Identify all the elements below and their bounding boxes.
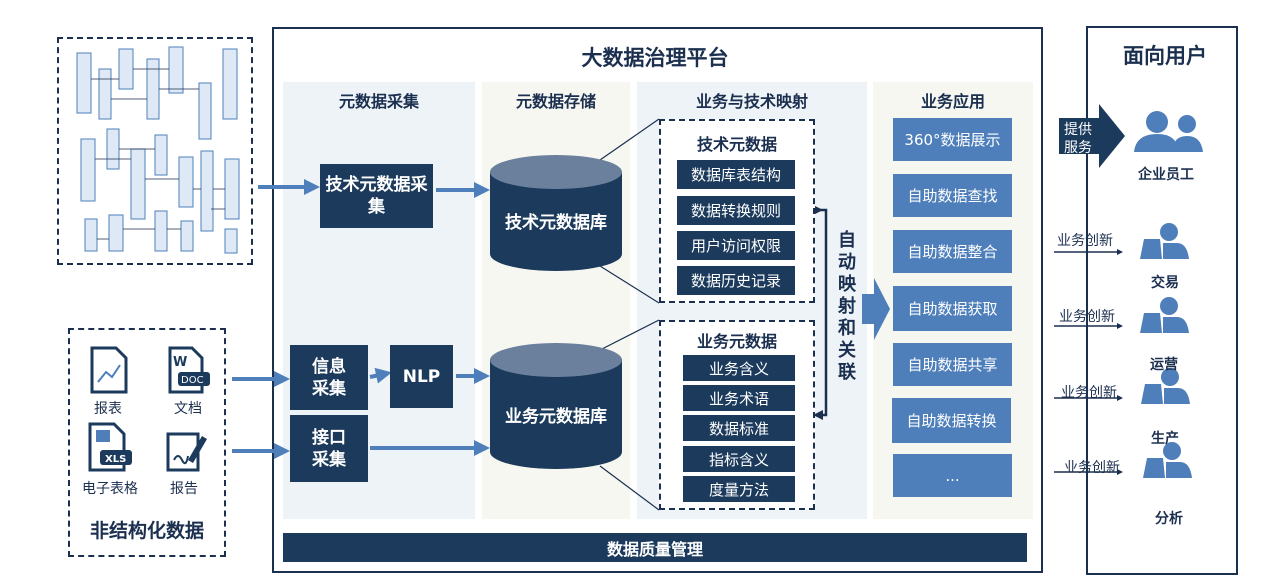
app-item: ... <box>893 454 1012 497</box>
arrow-info-to-nlp <box>369 367 392 384</box>
api-collect-box: 接口采集 <box>290 415 368 482</box>
tech-collect-box: 技术元数据采集 <box>320 164 433 228</box>
ops-user-icon <box>1140 297 1189 333</box>
tech-item: 数据历史记录 <box>677 266 795 295</box>
report-sign-icon <box>166 432 207 472</box>
role-label: 分析 <box>1155 511 1183 527</box>
tech-item: 数据转换规则 <box>677 196 795 225</box>
unstructured-data-box: W DOC XLS 报表 文档 电子表格 报告 非结构化数据 <box>68 328 226 557</box>
report-label: 报表 <box>94 401 122 417</box>
platform-title: 大数据治理平台 <box>581 46 729 70</box>
report-icon <box>90 346 128 394</box>
report-sign-label: 报告 <box>170 481 198 497</box>
app-item: 自助数据整合 <box>893 230 1012 273</box>
app-item: 自助数据获取 <box>893 286 1012 331</box>
doc-icon: W DOC <box>168 346 210 394</box>
users-title: 面向用户 <box>1123 44 1207 68</box>
auto-mapping-label: 自动映射和关联 <box>838 230 856 383</box>
employees-label: 企业员工 <box>1138 167 1194 183</box>
employees-icon <box>1134 111 1203 152</box>
innovation-label: 业务创新 <box>1057 233 1113 249</box>
biz-item: 数据标准 <box>683 415 795 441</box>
apps-header: 业务应用 <box>920 92 985 111</box>
er-diagram-icon <box>76 46 240 254</box>
nlp-box: NLP <box>390 345 453 408</box>
biz-item: 业务含义 <box>683 355 795 381</box>
tech-db-cylinder: 技术元数据库 <box>490 155 622 271</box>
service-arrow <box>1059 104 1125 168</box>
tech-db-label: 技术元数据库 <box>505 212 607 233</box>
biz-db-label: 业务元数据库 <box>505 406 607 427</box>
service-label: 提供服务 <box>1064 122 1092 156</box>
svg-text:W: W <box>173 355 187 370</box>
tech-metadata-box: 技术元数据 数据库表结构 数据转换规则 用户访问权限 数据历史记录 <box>659 119 815 303</box>
spreadsheet-label: 电子表格 <box>82 481 138 497</box>
innovation-label: 业务创新 <box>1061 385 1117 401</box>
tech-item: 用户访问权限 <box>677 231 795 260</box>
role-label: 生产 <box>1151 431 1179 447</box>
app-item: 自助数据查找 <box>893 174 1012 217</box>
spreadsheet-icon: XLS <box>88 422 132 472</box>
users-box <box>1086 26 1238 575</box>
biz-item: 度量方法 <box>683 476 795 502</box>
biz-metadata-box: 业务元数据 业务含义 业务术语 数据标准 指标含义 度量方法 <box>659 320 815 510</box>
trade-user-icon <box>1140 223 1189 259</box>
schema-diagram-box <box>57 37 253 265</box>
mapping-header: 业务与技术映射 <box>695 92 808 111</box>
innovation-label: 业务创新 <box>1064 460 1120 476</box>
innovation-label: 业务创新 <box>1059 309 1115 325</box>
app-item: 自助数据共享 <box>893 343 1012 386</box>
bidirectional-mapping-arrow <box>813 205 828 420</box>
data-quality-bar: 数据质量管理 <box>283 533 1027 562</box>
biz-metadata-title: 业务元数据 <box>696 332 777 351</box>
platform-box <box>272 27 1043 573</box>
biz-item: 业务术语 <box>683 385 795 411</box>
svg-text:XLS: XLS <box>105 454 126 465</box>
svg-text:DOC: DOC <box>181 375 204 386</box>
role-label: 运营 <box>1150 357 1178 373</box>
tech-metadata-title: 技术元数据 <box>696 135 777 154</box>
app-item: 360°数据展示 <box>893 118 1012 161</box>
biz-db-cylinder: 业务元数据库 <box>490 343 622 470</box>
tech-item: 数据库表结构 <box>677 160 795 189</box>
doc-label: 文档 <box>174 401 202 417</box>
app-item: 自助数据转换 <box>892 398 1011 443</box>
big-arrow-to-apps <box>862 278 890 340</box>
unstructured-title: 非结构化数据 <box>89 520 204 542</box>
info-collect-box: 信息采集 <box>290 345 368 410</box>
biz-item: 指标含义 <box>683 446 795 472</box>
storage-header: 元数据存储 <box>515 92 596 111</box>
file-icons: W DOC XLS <box>88 346 210 472</box>
collect-header: 元数据采集 <box>338 92 419 111</box>
role-label: 交易 <box>1151 275 1179 291</box>
analysis-user-icon <box>1143 442 1192 478</box>
production-user-icon <box>1141 368 1190 404</box>
